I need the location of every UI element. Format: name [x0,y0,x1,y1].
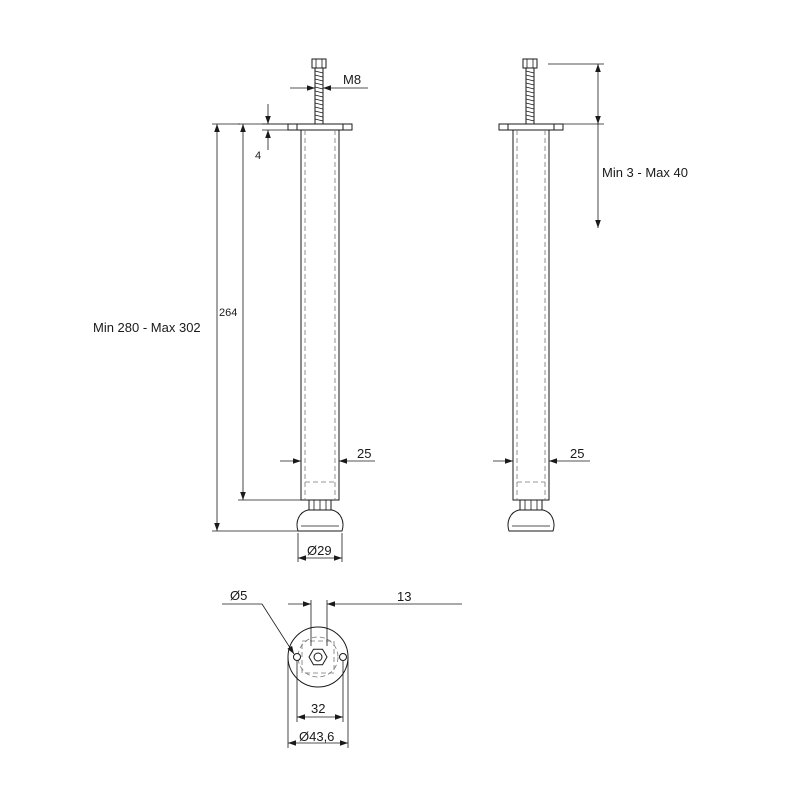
dim-bolt-adjust-label: Min 3 - Max 40 [602,165,688,180]
mounting-hole-right [339,653,347,661]
right-leg-view [498,58,564,532]
dim-plate-thickness-label: 4 [255,150,261,162]
left-bolt-head [311,58,327,69]
dim-plate-diameter-label: Ø43,6 [299,729,334,744]
dim-total-height: Min 280 - Max 302 [93,123,298,532]
bolt-hex-nut [308,648,328,666]
dim-tube-length-label: 264 [219,307,237,319]
dim-hole-diameter: Ø5 [222,588,295,655]
left-bolt-thread [314,67,324,125]
right-foot [507,509,555,532]
left-leg-view [287,58,353,532]
dim-hole-spacing: 32 [296,661,344,722]
right-bolt-head [522,58,538,69]
dim-foot-diameter: Ø29 [297,533,343,562]
left-mounting-plate [287,123,353,131]
dim-hole-offset-label: 13 [397,589,411,604]
dim-plate-diameter: Ø43,6 [287,657,349,748]
dim-bolt-adjust: Min 3 - Max 40 [548,63,688,228]
left-tube [300,129,340,501]
left-foot [296,509,344,532]
dim-hole-spacing-label: 32 [311,701,325,716]
dim-tube-diameter-right-label: 25 [570,446,584,461]
dim-tube-length: 264 [219,123,301,501]
dim-tube-diameter-right: 25 [493,446,590,464]
right-tube [512,129,550,501]
plate-top-view [287,626,349,688]
right-mounting-plate [498,123,564,131]
dim-plate-thickness: 4 [255,104,288,162]
dim-total-height-label: Min 280 - Max 302 [93,320,201,335]
mounting-hole-left [293,653,301,661]
dim-hole-offset: 13 [288,589,462,646]
right-bolt-thread [525,67,535,125]
bolt-center [313,652,323,662]
dim-bolt-thread-label: M8 [343,72,361,87]
dim-tube-diameter-left-label: 25 [357,446,371,461]
dim-foot-diameter-label: Ø29 [307,543,332,558]
dim-tube-diameter-left: 25 [280,446,375,464]
dim-hole-diameter-label: Ø5 [230,588,247,603]
dim-bolt-thread: M8 [290,72,368,91]
